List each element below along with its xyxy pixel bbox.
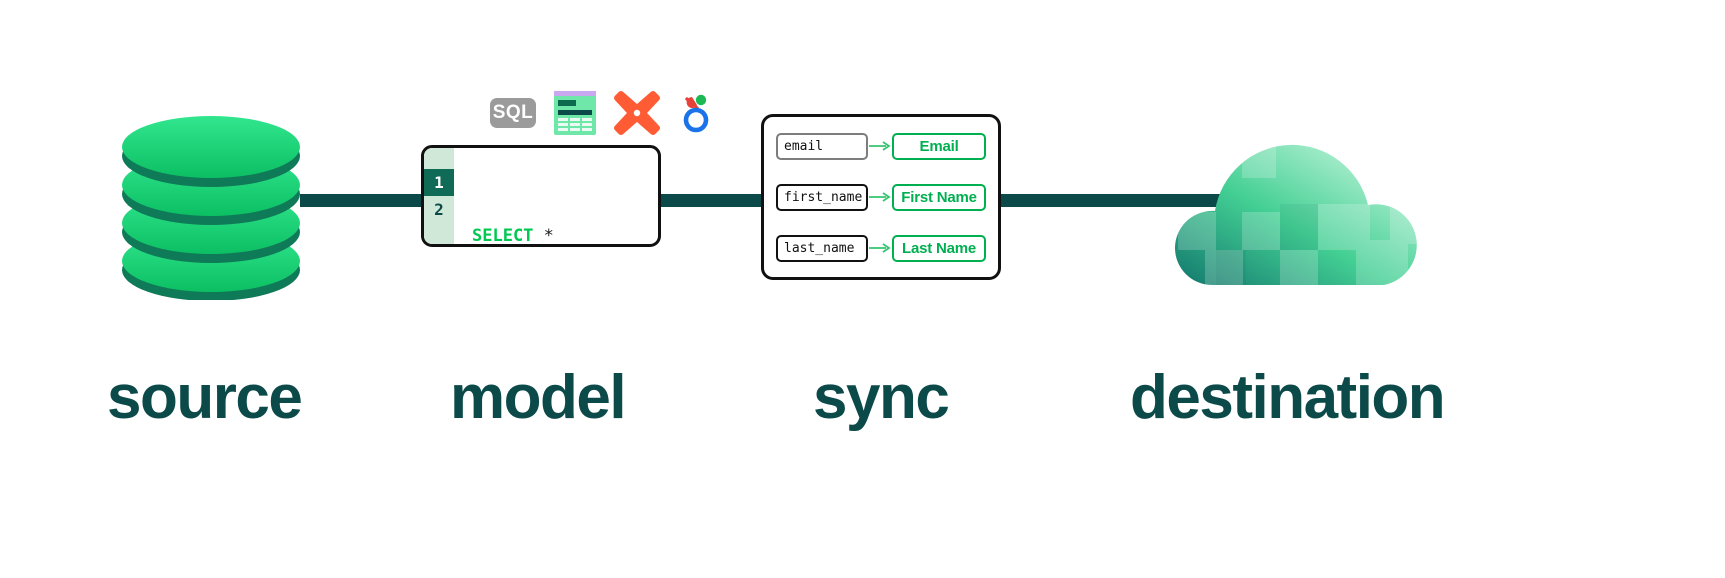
destination-field-last-name[interactable]: Last Name: [892, 234, 986, 262]
looker-icon: [683, 94, 709, 133]
cloud-icon: [1150, 100, 1450, 300]
spreadsheet-icon: [554, 91, 596, 135]
database-svg: [122, 116, 300, 301]
destination-field-email[interactable]: Email: [892, 132, 986, 160]
connector-model-to-sync: [655, 194, 777, 207]
connector-sync-to-destination: [1000, 194, 1253, 207]
cloud-svg: [1175, 144, 1417, 285]
caption-sync: sync: [813, 363, 950, 432]
mapping-row: first_name First Name: [776, 182, 986, 212]
mapping-row: email Email: [776, 131, 986, 161]
line-number-1: 1: [424, 169, 454, 196]
caption-model: model: [450, 363, 627, 432]
map-arrow-icon: [869, 192, 891, 202]
database-cylinder-icon: [118, 105, 308, 301]
field-mapping-panel: email Email first_name First Name last_n…: [761, 114, 1001, 280]
mapping-row: last_name Last Name: [776, 233, 986, 263]
source-field-last-name[interactable]: last_name: [776, 234, 869, 262]
editor-code-body[interactable]: SELECT * FROM users;: [454, 148, 658, 244]
line-number-2: 2: [434, 200, 444, 219]
sql-keyword-select: SELECT: [472, 226, 534, 246]
map-arrow-icon: [869, 243, 891, 253]
model-tool-icons: SQL: [490, 90, 714, 136]
caption-destination: destination: [1130, 363, 1446, 432]
editor-line-number-gutter: 1 2: [424, 148, 454, 244]
sql-badge-icon: SQL: [490, 98, 536, 128]
source-field-first-name[interactable]: first_name: [776, 183, 869, 211]
destination-field-first-name[interactable]: First Name: [892, 183, 986, 211]
connector-source-to-model: [300, 194, 432, 207]
source-field-email[interactable]: email: [776, 132, 869, 160]
map-arrow-icon: [869, 141, 891, 151]
sql-code-editor[interactable]: 1 2 SELECT * FROM users;: [421, 145, 661, 247]
code-line-1: SELECT *: [472, 223, 658, 246]
dbt-icon: [614, 91, 660, 135]
sql-star: *: [533, 226, 554, 246]
caption-source: source: [107, 363, 303, 432]
